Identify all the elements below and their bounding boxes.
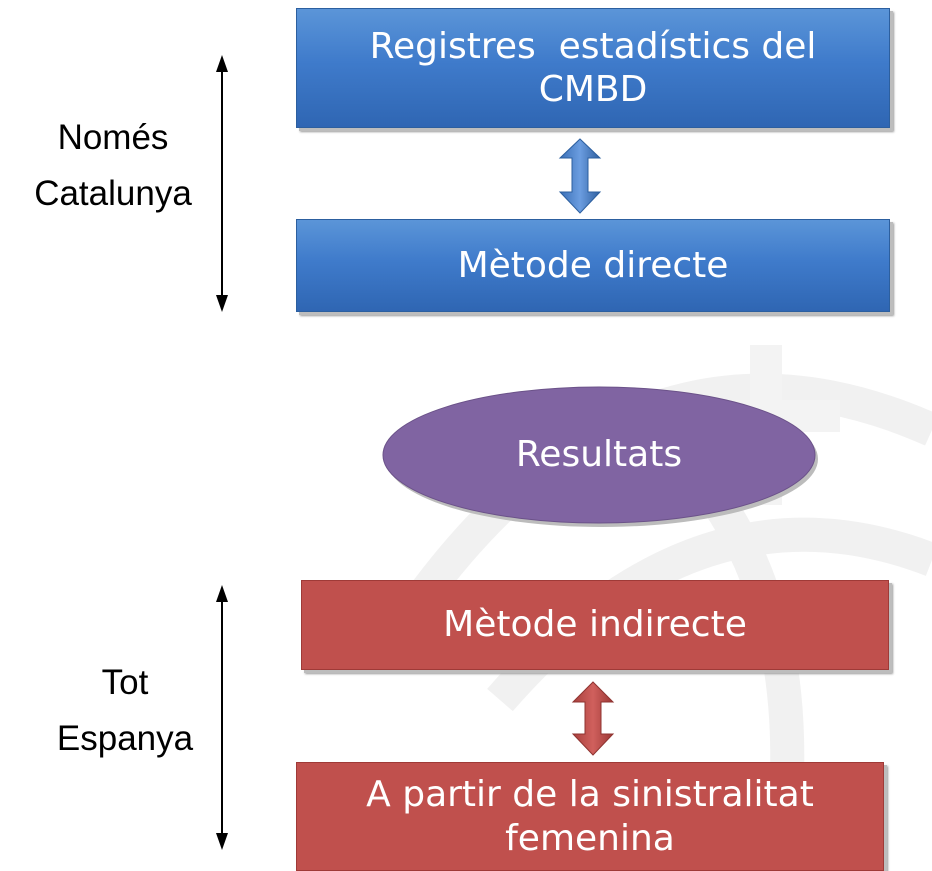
label-nomes-catalunya: Només Catalunya <box>0 110 226 222</box>
metode-indirecte-label: Mètode indirecte <box>443 604 747 646</box>
resultats-label: Resultats <box>515 433 683 475</box>
label-line-1: Tot <box>101 663 149 702</box>
sinistralitat-line-1: A partir de la sinistralitat <box>366 774 814 816</box>
resultats-ellipse <box>382 386 816 524</box>
label-line-1: Només <box>57 118 169 157</box>
label-tot-espanya: Tot Espanya <box>25 655 225 767</box>
sinistralitat-line-2: femenina <box>505 817 675 859</box>
red-double-arrow-icon <box>571 681 615 756</box>
registres-line-2: CMBD <box>538 69 648 110</box>
top-range-arrow <box>216 55 228 312</box>
sinistralitat-box: A partir de la sinistralitat femenina <box>296 762 884 871</box>
label-line-2: Catalunya <box>34 174 192 213</box>
label-line-2: Espanya <box>56 719 194 758</box>
bottom-range-arrow <box>216 585 228 850</box>
blue-double-arrow-icon <box>558 138 602 214</box>
metode-directe-box: Mètode directe <box>296 219 890 312</box>
registres-line-1: Registres estadístics del <box>369 25 817 67</box>
metode-directe-label: Mètode directe <box>457 244 729 286</box>
metode-indirecte-box: Mètode indirecte <box>301 580 889 670</box>
registres-box: Registres estadístics del CMBD <box>296 8 890 128</box>
